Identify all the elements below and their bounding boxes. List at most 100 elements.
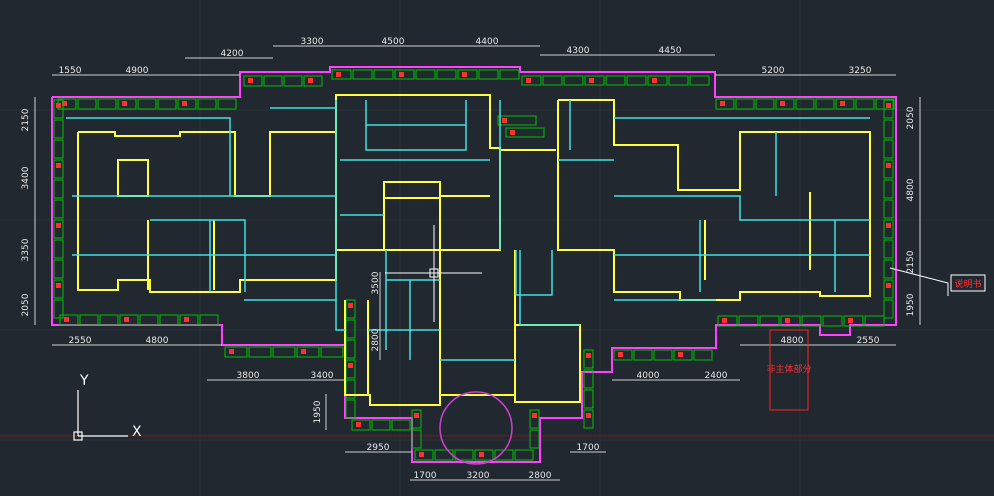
- anchor-marker: [586, 353, 591, 358]
- walkway-panel: [283, 75, 303, 87]
- walkway-panel: [843, 315, 864, 327]
- walkway-panel: [875, 98, 895, 110]
- dimension-label: 2800: [529, 471, 552, 481]
- dimension-label: 2550: [69, 336, 92, 346]
- anchor-marker: [720, 101, 725, 106]
- anchor-marker: [652, 78, 657, 83]
- anchor-marker: [348, 363, 353, 368]
- walkway-panel: [759, 315, 780, 327]
- dimension-label: 3400: [311, 371, 334, 381]
- right-note-text: 说明书: [954, 278, 981, 290]
- walkway-panel: [53, 139, 64, 159]
- anchor-marker: [510, 130, 515, 135]
- walkway-panel: [394, 69, 415, 80]
- anchor-marker: [840, 101, 845, 106]
- walkway-panel: [835, 98, 855, 110]
- right-red-box-text: 非主体部分: [766, 363, 811, 375]
- anchor-marker: [56, 283, 61, 288]
- walkway-panel: [177, 98, 197, 110]
- walkway-panel: [53, 159, 64, 179]
- walkway-panel: [505, 127, 545, 138]
- anchor-marker: [479, 452, 484, 457]
- walkway-panel: [59, 314, 79, 326]
- walkway-panel: [499, 69, 520, 80]
- walkway-panel: [738, 315, 759, 327]
- walkway-panel: [883, 219, 894, 239]
- dimension-label: 2400: [705, 371, 728, 381]
- walkway-panel: [53, 199, 64, 219]
- anchor-marker: [414, 413, 419, 418]
- walkway-panel: [883, 239, 894, 259]
- walkway-panel: [217, 98, 237, 110]
- walkway-panel: [521, 75, 542, 86]
- walkway-panel: [243, 75, 263, 87]
- dimension-label: 4900: [126, 66, 149, 76]
- anchor-marker: [124, 317, 129, 322]
- walkway-panel: [79, 314, 99, 326]
- dimension-label: 4800: [906, 178, 916, 201]
- walkway-panel: [345, 399, 356, 419]
- walkway-panel: [53, 179, 64, 199]
- dimension-label: 4800: [146, 336, 169, 346]
- walkway-panel: [224, 346, 248, 358]
- crosshair-cursor-icon: [385, 225, 482, 322]
- dimension-label: 1550: [59, 66, 82, 76]
- walkway-panel: [345, 359, 356, 379]
- walkway-panel: [53, 299, 64, 319]
- walkway-panel: [583, 389, 594, 409]
- walkway-panel: [815, 98, 835, 110]
- anchor-marker: [356, 422, 361, 427]
- walkway-panel: [53, 239, 64, 259]
- anchor-marker: [886, 103, 891, 108]
- dimension-label: 3350: [21, 238, 31, 261]
- dimension-label: 4450: [659, 46, 682, 56]
- dimension-label: 1700: [577, 443, 600, 453]
- walkway-panel: [117, 98, 137, 110]
- walkway-panel: [179, 314, 199, 326]
- walkway-panel: [801, 315, 822, 327]
- dimension-label: 1950: [313, 400, 323, 423]
- walkway-panel: [199, 314, 219, 326]
- right-red-box[interactable]: 非主体部分: [766, 329, 812, 411]
- walkway-panel: [715, 98, 735, 110]
- dimension-label: 5200: [762, 66, 785, 76]
- right-note-tag[interactable]: 说明书: [889, 267, 986, 296]
- walkway-panel: [626, 75, 647, 86]
- dimension-label: 2550: [857, 336, 880, 346]
- anchor-marker: [399, 72, 404, 77]
- dimension-label: 3200: [467, 471, 490, 481]
- walkway-panel: [197, 98, 217, 110]
- walkway-panel: [351, 419, 371, 431]
- walkway-panel: [436, 69, 457, 80]
- dimension-label: 2150: [21, 108, 31, 131]
- walkway-panel: [373, 69, 394, 80]
- walkway-panel: [331, 69, 352, 80]
- anchor-marker: [722, 318, 727, 323]
- walkway-panel: [775, 98, 795, 110]
- walkway-panel: [454, 449, 474, 461]
- walkway-panel: [296, 346, 320, 358]
- y-axis-label: Y: [79, 373, 89, 389]
- dimension-label: 2050: [21, 293, 31, 316]
- anchor-marker: [122, 101, 127, 106]
- walkway-panel: [414, 449, 434, 461]
- anchor-marker: [62, 101, 67, 106]
- walkway-panel: [53, 259, 64, 279]
- anchor-marker: [336, 72, 341, 77]
- outer-boundary: [51, 66, 897, 463]
- anchor-marker: [184, 317, 189, 322]
- dimension-label: 3800: [237, 371, 260, 381]
- walkway-panel: [248, 346, 272, 358]
- anchor-marker: [502, 118, 507, 123]
- walkway-panel: [529, 429, 540, 449]
- anchor-marker: [56, 163, 61, 168]
- walkway-panel: [584, 75, 605, 86]
- anchor-marker: [229, 349, 234, 354]
- anchor-marker: [301, 349, 306, 354]
- walkway-panel: [735, 98, 755, 110]
- dimension-lines: [34, 45, 921, 481]
- walkway-panel: [478, 69, 499, 80]
